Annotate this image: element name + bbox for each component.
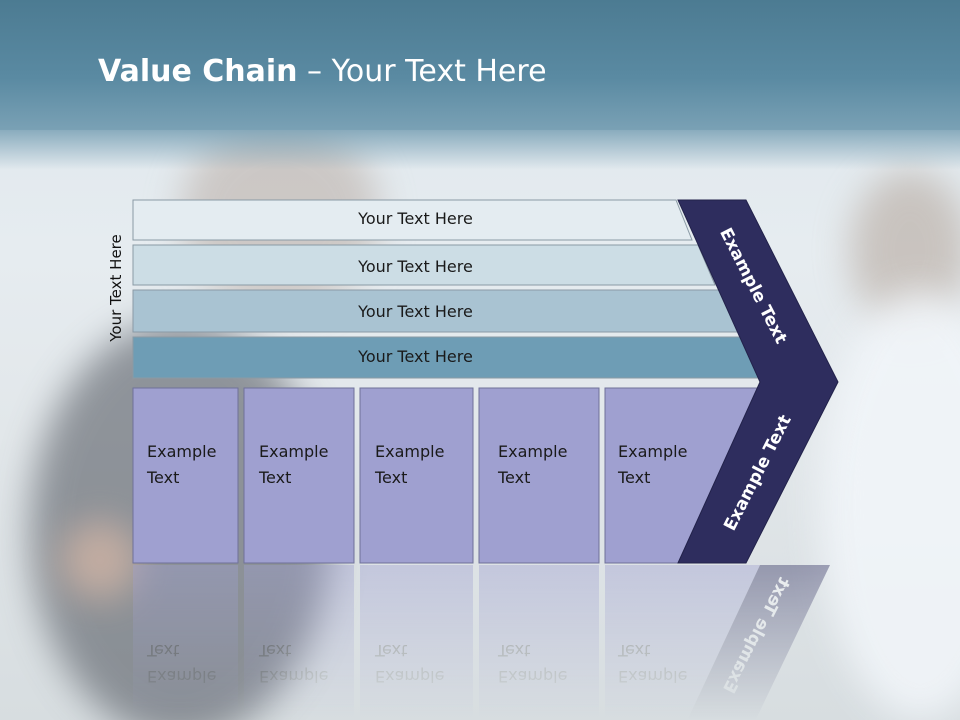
reflection-box-1-text: Example Text: [147, 641, 217, 686]
box-1-text: Example Text: [147, 442, 217, 487]
reflection-box-4-text: Example Text: [498, 641, 568, 686]
reflection-box-3-text: Example Text: [375, 641, 445, 686]
title-bar: Value Chain – Your Text Here: [0, 0, 960, 170]
bar-1-text: Your Text Here: [358, 209, 473, 228]
title-rest: – Your Text Here: [297, 54, 547, 89]
page-title: Value Chain – Your Text Here: [98, 54, 547, 89]
bar-3-text: Your Text Here: [358, 302, 473, 321]
reflection: Example Text Example Text Example Text E…: [0, 565, 960, 720]
bar-2: [132, 244, 716, 286]
reflection-box-2-text: Example Text: [259, 641, 329, 686]
reflection-box-5-text: Example Text: [618, 641, 688, 686]
bar-2-text: Your Text Here: [358, 257, 473, 276]
box-5-text: Example Text: [618, 442, 688, 487]
box-2: [243, 387, 355, 564]
box-3: [359, 387, 474, 564]
box-2-text: Example Text: [259, 442, 329, 487]
background-hand: [60, 520, 140, 600]
bar-1: [132, 199, 693, 241]
box-4-text: Example Text: [498, 442, 568, 487]
title-bold: Value Chain: [98, 54, 298, 89]
box-4: [478, 387, 600, 564]
bar-4-text: Your Text Here: [358, 347, 473, 366]
box-3-text: Example Text: [375, 442, 445, 487]
chevron-arrow: [677, 199, 839, 564]
box-1: [132, 387, 239, 564]
